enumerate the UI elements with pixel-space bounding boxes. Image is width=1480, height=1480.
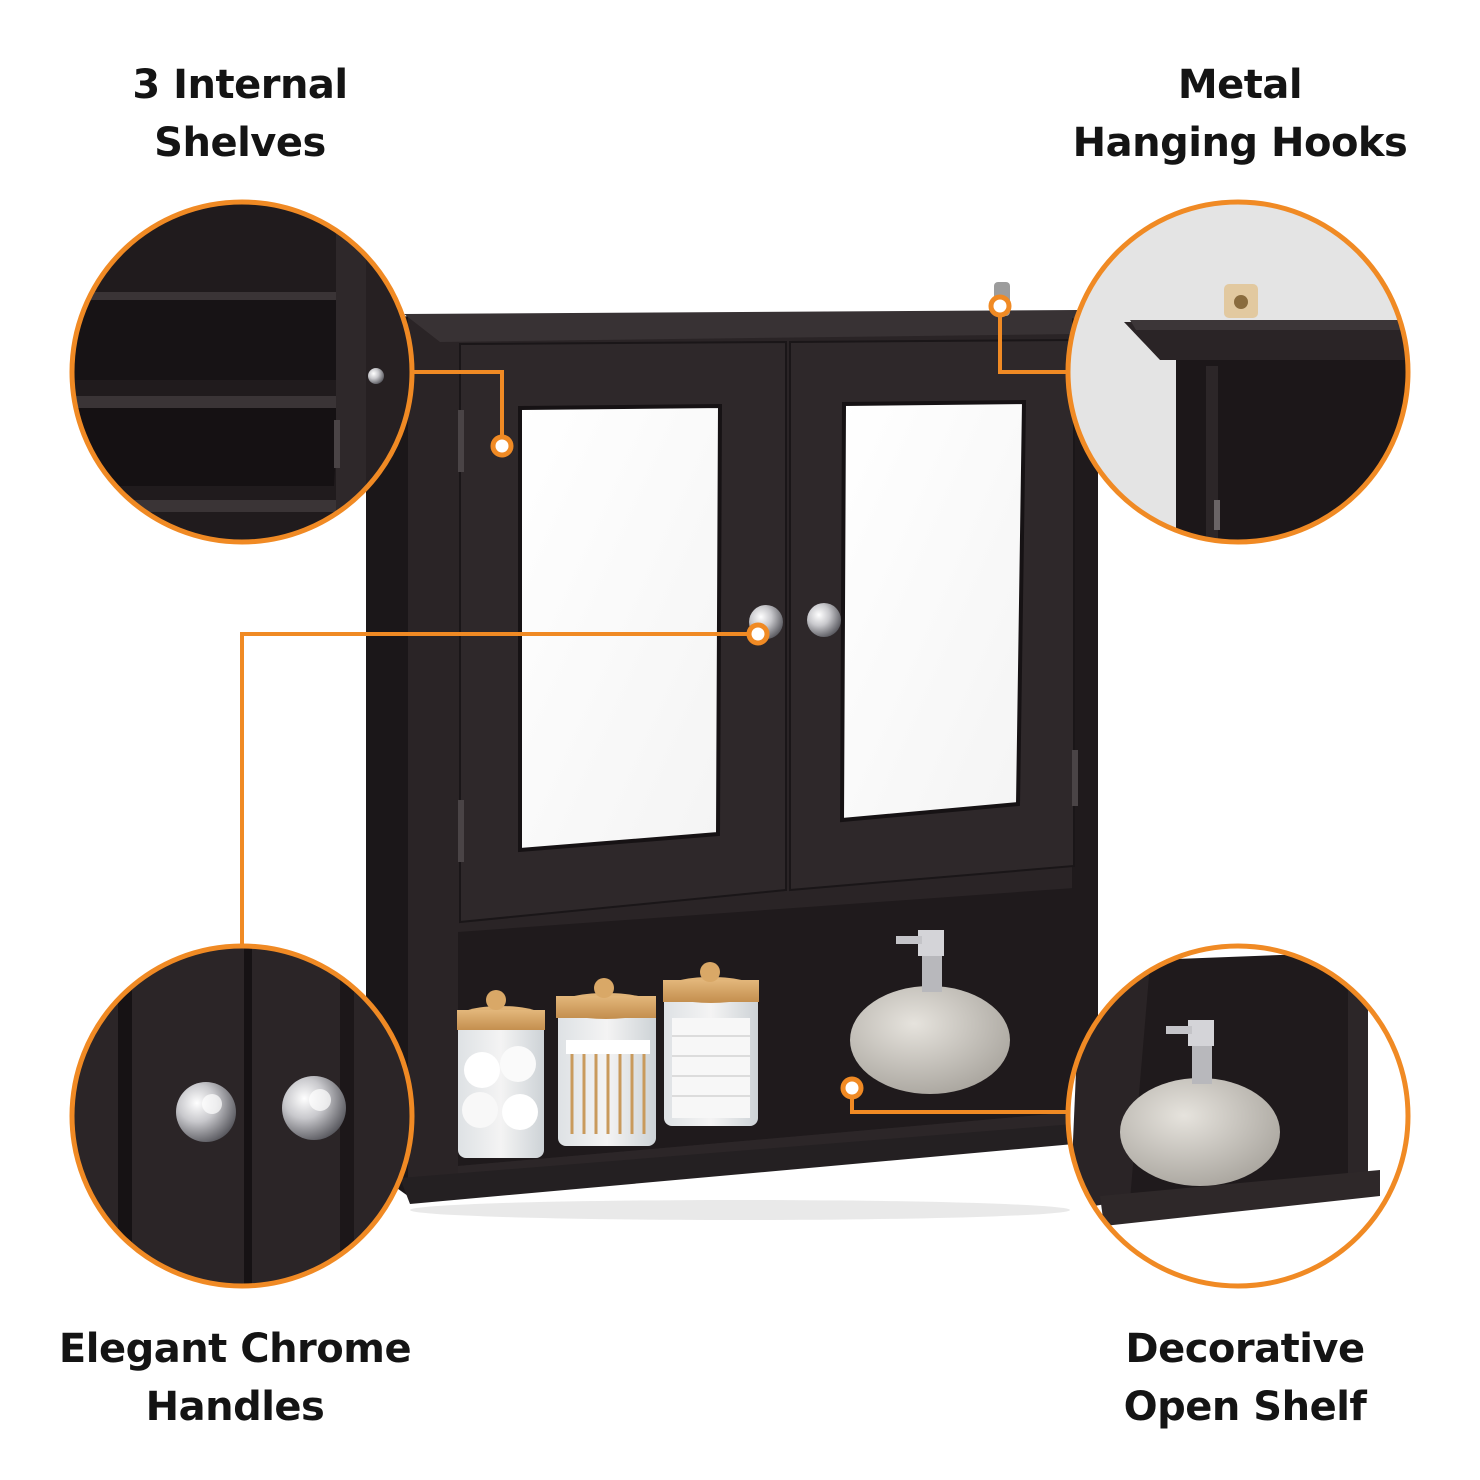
left-mirror [518,403,723,853]
cabinet-bottom-trim [400,1124,1074,1204]
feature-label-hanging-hooks: Metal Hanging Hooks [1040,56,1440,172]
callout-dot [746,622,770,646]
hinge [1072,750,1078,806]
detail-circle-chrome-handles [69,943,415,1289]
hinge [458,800,464,862]
detail-circle-border [1065,943,1411,1289]
connector-line [998,306,1066,374]
hinge [458,410,464,472]
feature-label-line: 3 Internal [132,62,348,108]
cabinet-top [404,310,1078,342]
callout-dot [840,1076,864,1100]
feature-label-line: Elegant Chrome [58,1326,412,1372]
feature-label-line: Handles [145,1384,325,1430]
callout-dot [988,294,1012,318]
feature-label-line: Shelves [154,120,326,166]
cabinet-right-edge [1072,318,1098,1140]
detail-circle-border [69,199,415,545]
detail-circle-border [69,943,415,1289]
detail-circle-open-shelf [1065,943,1411,1289]
connector-line [240,632,758,946]
chrome-knob-right [807,603,841,637]
cabinet [366,282,1098,1220]
cotton-ball-jar [457,990,545,1158]
feature-label-line: Open Shelf [1123,1384,1367,1430]
soap-dispenser [850,930,1010,1094]
feature-label-line: Metal [1177,62,1303,108]
cabinet-shadow [410,1200,1070,1220]
callout-dot [490,434,514,458]
feature-label-line: Decorative [1125,1326,1365,1372]
cotton-pad-jar [663,962,759,1126]
feature-label-line: Hanging Hooks [1072,120,1408,166]
cabinet-side-panel [366,316,408,1196]
detail-circle-hanging-hooks [1065,199,1411,545]
connector-line [412,370,504,446]
feature-label-open-shelf: Decorative Open Shelf [1060,1320,1430,1436]
detail-circle-border [1065,199,1411,545]
cotton-swab-jar [556,978,656,1146]
callout-dots [490,294,1012,1100]
right-mirror [839,399,1027,823]
feature-label-chrome-handles: Elegant Chrome Handles [40,1320,430,1436]
feature-label-internal-shelves: 3 Internal Shelves [60,56,420,172]
